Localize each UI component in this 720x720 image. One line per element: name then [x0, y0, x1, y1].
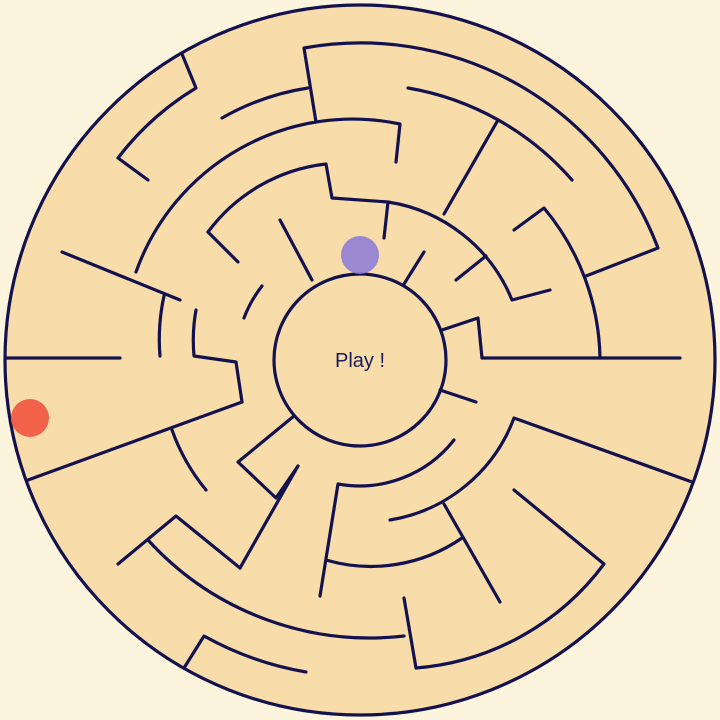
wall-segment	[220, 86, 310, 120]
wall-segment	[206, 162, 390, 240]
wall-segment	[442, 118, 500, 216]
wall-segment	[440, 316, 682, 360]
wall-segment	[402, 250, 426, 286]
wall-segment	[60, 250, 182, 302]
wall-segment	[324, 536, 464, 568]
wall-segment	[146, 538, 406, 640]
wall-segment	[116, 514, 242, 570]
wall-segment	[170, 428, 208, 492]
wall-segment	[206, 230, 240, 264]
play-label[interactable]: Play !	[335, 350, 385, 372]
wall-segment	[236, 414, 300, 500]
wall-segment	[388, 416, 694, 522]
goal-marker-icon	[11, 399, 49, 437]
wall-segment	[402, 488, 606, 670]
wall-segment	[116, 52, 198, 182]
wall-segment	[157, 294, 166, 358]
wall-segment	[278, 218, 314, 282]
wall-segment	[191, 308, 244, 404]
wall-segment	[512, 206, 602, 360]
wall-segment	[182, 634, 308, 674]
wall-segment	[386, 200, 552, 302]
wall-segment	[438, 388, 478, 404]
wall-segment	[26, 400, 244, 482]
wall-segment	[242, 284, 264, 320]
outer-wall	[3, 3, 717, 717]
wall-segment	[302, 41, 660, 278]
wall-segment	[442, 502, 502, 604]
maze-walls	[3, 3, 717, 717]
maze-disc	[4, 4, 716, 716]
wall-segment	[134, 117, 402, 274]
wall-segment	[454, 254, 488, 282]
wall-segment	[318, 438, 456, 598]
wall-segment	[238, 464, 300, 570]
player-token-icon[interactable]	[341, 236, 379, 274]
